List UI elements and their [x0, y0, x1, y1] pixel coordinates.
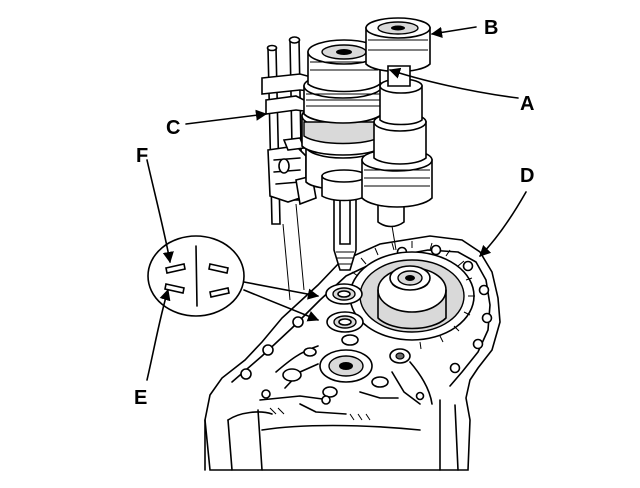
- callout-label-a: A: [520, 93, 534, 115]
- alignment-guide-lines: [282, 203, 397, 301]
- mainshaft-bearing-bore: [319, 349, 373, 383]
- mainshaft-gear-stack: [301, 39, 385, 202]
- mainshaft-assembly: [301, 39, 385, 271]
- detail-view-circle: [147, 235, 245, 317]
- detail-pointer-arrows: [243, 281, 320, 322]
- shift-fork-shafts: [261, 36, 323, 225]
- callout-label-d: D: [520, 165, 534, 187]
- oil-guide-rings: [325, 283, 364, 333]
- callout-leaders: [146, 26, 527, 381]
- callout-label-e: E: [134, 387, 147, 409]
- countershaft-assembly: [361, 17, 433, 228]
- callout-label-b: B: [484, 17, 498, 39]
- callout-label-f: F: [136, 145, 148, 167]
- callout-label-c: C: [166, 117, 180, 139]
